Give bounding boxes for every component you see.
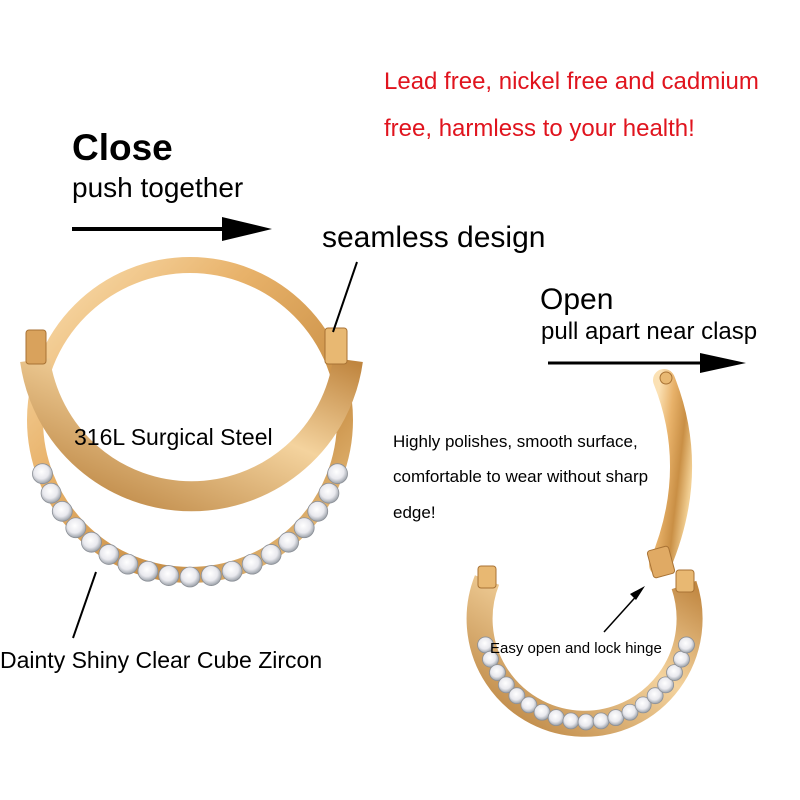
zircon-gem [497, 676, 515, 694]
zircon-gems [32, 463, 348, 588]
hinge-pointer-arrow [603, 586, 645, 633]
zircon-gem [646, 687, 664, 705]
zircon-gem [678, 636, 695, 654]
close-subtitle: push together [72, 172, 244, 203]
zircon-gem [51, 500, 73, 522]
zircon-pointer-line [72, 571, 97, 639]
open-subtitle: pull apart near clasp [541, 318, 758, 345]
zircon-gem [179, 566, 201, 588]
zircon-gem [577, 713, 595, 731]
zircon-gem [200, 565, 222, 586]
zircon-gem [533, 703, 551, 721]
hinge-label: Easy open and lock hinge [490, 640, 662, 657]
zircon-gem [158, 565, 180, 586]
zircon-gem [32, 463, 53, 485]
seamless-design-label: seamless design [322, 221, 546, 254]
zircon-gem [547, 709, 565, 727]
polish-note-line-3: edge! [393, 503, 436, 522]
health-note-line-2: free, harmless to your health! [384, 115, 695, 142]
zircon-gem [562, 712, 580, 730]
zircon-gem [621, 703, 639, 721]
zircon-gem [241, 553, 263, 575]
zircon-gem [40, 482, 62, 504]
close-title: Close [72, 127, 173, 168]
zircon-gem [65, 517, 87, 539]
zircon-label: Dainty Shiny Clear Cube Zircon [0, 647, 323, 673]
open-arrow-icon [548, 353, 746, 373]
seamless-pointer-line [332, 261, 358, 333]
polish-note-line-2: comfortable to wear without sharp [393, 467, 649, 486]
zircon-gem [137, 560, 159, 582]
zircon-gem [318, 482, 340, 504]
zircon-gems-open [477, 636, 695, 731]
zircon-gem [657, 676, 675, 694]
zircon-gem [278, 531, 299, 553]
open-ring-image [466, 369, 703, 737]
zircon-gem [293, 517, 315, 539]
zircon-gem [81, 531, 102, 553]
zircon-gem [666, 664, 683, 681]
zircon-gem [489, 664, 506, 681]
zircon-gem [607, 709, 625, 727]
zircon-gem [327, 463, 348, 485]
polish-note-line-1: Highly polishes, smooth surface, [393, 432, 638, 451]
zircon-gem [592, 712, 610, 730]
zircon-gem [221, 560, 243, 582]
zircon-gem [98, 544, 120, 565]
zircon-gem [482, 650, 499, 668]
zircon-gem [520, 696, 538, 714]
open-title: Open [540, 283, 614, 316]
health-note-line-1: Lead free, nickel free and cadmium [384, 68, 759, 95]
close-arrow-icon [72, 217, 272, 241]
zircon-gem [260, 544, 282, 565]
zircon-gem [117, 553, 139, 575]
zircon-gem [634, 696, 652, 714]
closed-ring-image [20, 257, 363, 588]
zircon-gem [307, 500, 329, 522]
zircon-gem [673, 650, 690, 668]
zircon-gem [508, 687, 526, 705]
material-label: 316L Surgical Steel [74, 424, 273, 450]
